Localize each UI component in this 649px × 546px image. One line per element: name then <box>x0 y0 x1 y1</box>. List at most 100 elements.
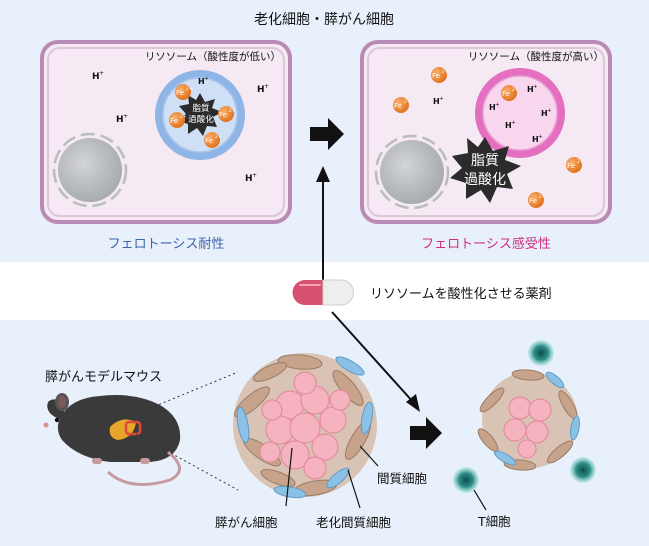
svg-text:H: H <box>198 77 205 86</box>
proton-label: H+ <box>527 84 538 94</box>
svg-text:2+: 2+ <box>180 114 187 120</box>
svg-text:H: H <box>489 103 496 112</box>
mouse-icon <box>43 393 181 486</box>
left-vacuole <box>52 132 128 208</box>
left-lysosome-label: リソソーム（酸性度が低い） <box>145 50 281 63</box>
proton-label: H+ <box>505 120 516 130</box>
svg-text:H: H <box>433 97 440 106</box>
right-star-line2: 過酸化 <box>464 172 506 188</box>
svg-text:2+: 2+ <box>404 99 411 105</box>
svg-text:+: + <box>204 76 209 82</box>
label-tcell: T細胞 <box>477 514 511 529</box>
svg-text:+: + <box>495 102 500 108</box>
label-senescent-stromal: 老化間質細胞 <box>316 515 392 530</box>
left-star-line1: 脂質 <box>192 103 210 114</box>
svg-text:Fe: Fe <box>205 137 213 145</box>
svg-text:2+: 2+ <box>186 86 193 92</box>
svg-text:2+: 2+ <box>577 159 584 165</box>
svg-text:Fe: Fe <box>502 90 510 98</box>
svg-text:H: H <box>245 174 253 184</box>
tcell-pointer <box>473 489 487 511</box>
svg-text:+: + <box>439 96 444 102</box>
proton-label: H+ <box>532 134 543 144</box>
proton-label: H+ <box>489 102 500 112</box>
svg-text:H: H <box>92 72 100 82</box>
svg-text:Fe: Fe <box>394 102 402 110</box>
svg-text:Fe: Fe <box>432 72 440 80</box>
proton-label: H+ <box>257 83 269 95</box>
drug-label: リソソームを酸性化させる薬剤 <box>370 286 552 302</box>
svg-text:Fe: Fe <box>170 117 178 125</box>
svg-text:+: + <box>264 83 269 90</box>
proton-label: H+ <box>198 76 209 86</box>
pancreatic-tumor-small <box>477 369 580 471</box>
proton-label: H+ <box>116 113 128 125</box>
caption-resistant: フェロトーシス耐性 <box>108 237 225 252</box>
zoom-line-top <box>135 371 239 415</box>
stromal-pointer <box>359 445 379 467</box>
svg-text:+: + <box>533 84 538 90</box>
proton-label: H+ <box>245 172 257 184</box>
right-star-line1: 脂質 <box>471 153 499 169</box>
label-cancer: 膵がん細胞 <box>215 515 278 530</box>
svg-text:2+: 2+ <box>539 194 546 200</box>
svg-text:Fe: Fe <box>176 89 184 97</box>
svg-text:Fe: Fe <box>529 197 537 205</box>
senescent-pointer <box>347 469 361 509</box>
svg-text:+: + <box>123 113 128 120</box>
svg-text:Fe: Fe <box>219 111 227 119</box>
mouse-label: 膵がんモデルマウス <box>45 369 162 385</box>
proton-label: H+ <box>92 70 104 82</box>
svg-text:H: H <box>532 135 539 144</box>
zoom-line-bottom <box>135 433 239 491</box>
svg-text:H: H <box>541 109 548 118</box>
top-title: 老化細胞・膵がん細胞 <box>254 12 394 28</box>
svg-text:H: H <box>505 121 512 130</box>
svg-text:Fe: Fe <box>567 162 575 170</box>
drug-capsule-icon <box>292 279 354 306</box>
label-stromal: 間質細胞 <box>377 471 428 486</box>
svg-text:H: H <box>257 85 265 95</box>
caption-sensitive: フェロトーシス感受性 <box>421 236 551 252</box>
svg-text:H: H <box>116 115 124 125</box>
svg-text:+: + <box>511 120 516 126</box>
drug-to-tumor-arrow-line <box>331 311 415 404</box>
proton-label: H+ <box>541 108 552 118</box>
right-lipid-peroxidation-star: 脂質 過酸化 <box>450 137 521 203</box>
t-cell <box>570 457 596 483</box>
t-cell <box>453 467 479 493</box>
proton-label: H+ <box>433 96 444 106</box>
left-lipid-peroxidation-star: 脂質 過酸化 <box>178 93 222 136</box>
svg-text:2+: 2+ <box>215 134 222 140</box>
t-cell <box>528 340 554 366</box>
svg-text:2+: 2+ <box>442 69 449 75</box>
svg-text:+: + <box>252 172 257 179</box>
left-star-line2: 過酸化 <box>188 114 214 125</box>
cancer-pointer <box>285 447 293 507</box>
treatment-arrow <box>410 417 442 449</box>
svg-text:+: + <box>99 70 104 77</box>
svg-text:H: H <box>527 85 534 94</box>
svg-text:+: + <box>547 108 552 114</box>
right-vacuole <box>374 134 450 210</box>
right-lysosome-label: リソソーム（酸性度が高い） <box>468 50 604 63</box>
svg-text:2+: 2+ <box>512 87 519 93</box>
drug-to-tumor-arrow-head <box>406 394 420 412</box>
transition-arrow <box>310 118 344 150</box>
drug-to-cell-arrow-head <box>316 166 330 182</box>
pancreatic-tumor-large <box>233 353 377 499</box>
svg-text:2+: 2+ <box>229 108 236 114</box>
